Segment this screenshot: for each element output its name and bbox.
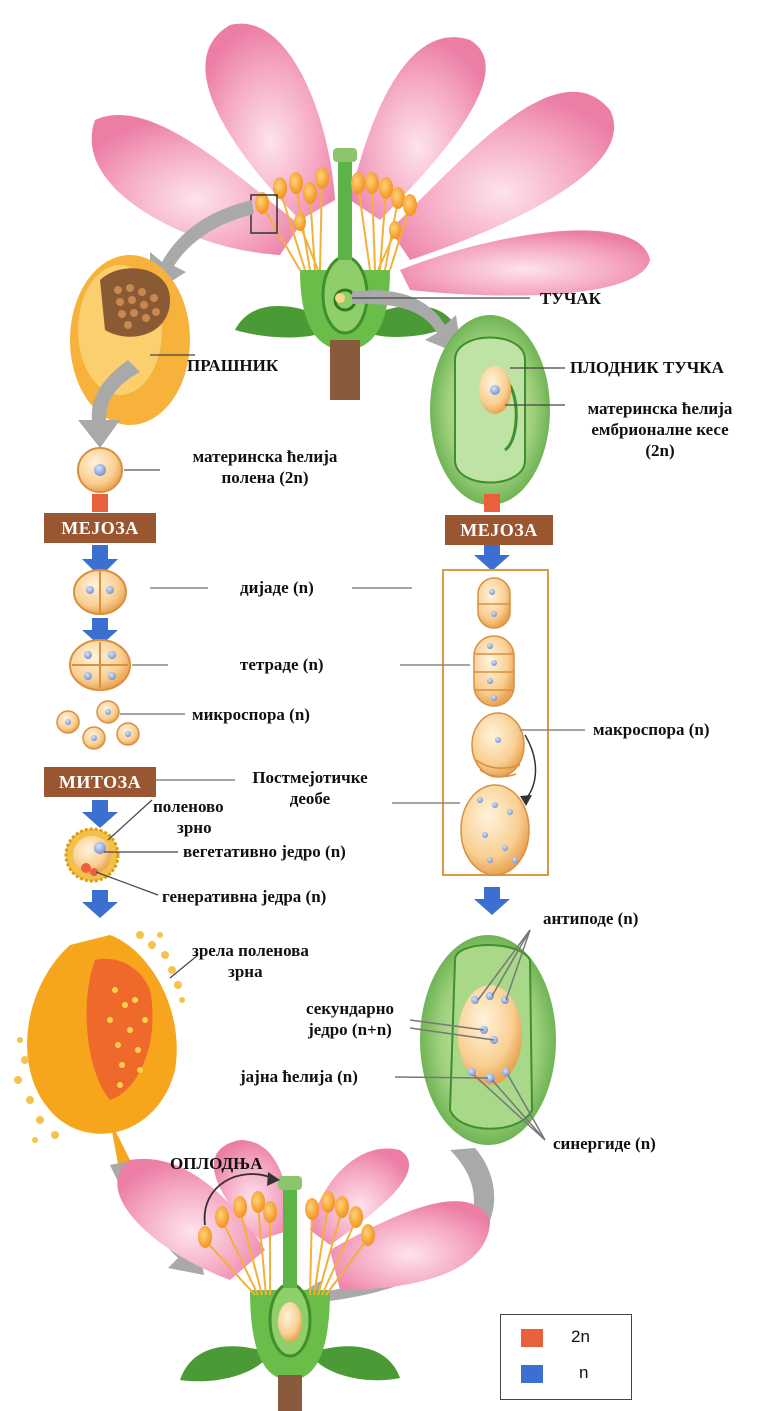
label-egg-cell: јајна ћелија (n) — [240, 1066, 358, 1087]
dyad-cell — [74, 570, 126, 614]
label-tuchak: ТУЧАК — [540, 288, 601, 309]
label-embryo-mother-line1: материнска ћелија — [560, 398, 760, 419]
label-plodnik: ПЛОДНИК ТУЧКА — [570, 357, 724, 378]
label-antipodes: антиподе (n) — [543, 908, 638, 929]
label-pollen-mother-line1: материнска ћелија — [165, 446, 365, 467]
legend-swatch-n — [521, 1365, 543, 1383]
pollen-mother-cell — [78, 448, 122, 492]
bottom-sepal-right — [315, 1346, 400, 1380]
label-embryo-mother-line3: (2n) — [560, 440, 760, 461]
curved-arrow-macrospore — [525, 735, 536, 800]
label-postmeiotic: Постмејотичке деобе — [225, 767, 395, 809]
top-style — [338, 160, 352, 260]
microspores — [57, 701, 139, 749]
label-embryo-mother-cell: материнска ћелија ембрионалне кесе (2n) — [560, 398, 760, 461]
top-stem — [330, 340, 360, 400]
label-fertilization: ОПЛОДЊА — [170, 1153, 263, 1174]
legend-label-2n: 2n — [571, 1327, 590, 1347]
ovary-cross-section — [430, 315, 550, 505]
meiosis-box-left: МЕЈОЗА — [44, 513, 156, 543]
label-postmeiotic-line1: Постмејотичке — [225, 767, 395, 788]
megaspore-dyad — [478, 578, 510, 628]
top-ovule — [335, 293, 345, 303]
arrow-red-left-1 — [92, 494, 108, 512]
pollen-grain-pointer — [108, 800, 152, 840]
label-embryo-mother-line2: ембрионалне кесе — [560, 419, 760, 440]
label-pollen-mother-line2: полена (2n) — [165, 467, 365, 488]
label-dyads: дијаде (n) — [240, 577, 314, 598]
label-prashnik: ПРАШНИК — [187, 355, 278, 376]
arrow-red-right-1 — [484, 494, 500, 512]
bottom-stem — [278, 1375, 302, 1411]
label-mature-pollen-line2: зрна — [192, 961, 309, 982]
mitosis-box: МИТОЗА — [44, 767, 156, 797]
label-vegetative-nucleus: вегетативно једро (n) — [183, 841, 346, 862]
label-pollen-grain-line1: поленово — [153, 796, 224, 817]
bottom-embryo-sac — [278, 1302, 302, 1342]
legend-swatch-2n — [521, 1329, 543, 1347]
top-stigma — [333, 148, 357, 162]
legend: 2n n — [500, 1314, 632, 1400]
label-pollen-grain: поленово зрно — [153, 796, 224, 838]
label-secondary-nucleus: секундарно једро (n+n) — [285, 998, 415, 1040]
tetrad-cell — [70, 640, 130, 690]
macrospore-cell — [472, 713, 524, 777]
megaspore-tetrad — [474, 636, 514, 706]
label-mature-pollen: зрела поленова зрна — [192, 940, 309, 982]
label-secondary-line1: секундарно — [285, 998, 415, 1019]
legend-label-n: n — [579, 1363, 588, 1383]
meiosis-box-right: МЕЈОЗА — [445, 515, 553, 545]
label-pollen-grain-line2: зрно — [153, 817, 224, 838]
mature-anther — [14, 931, 185, 1175]
bottom-sepal-left — [180, 1346, 265, 1381]
embryo-sac-developing — [461, 785, 529, 875]
label-postmeiotic-line2: деобе — [225, 788, 395, 809]
label-tetrads: тетраде (n) — [240, 654, 324, 675]
bottom-flower — [117, 1140, 490, 1411]
label-macrospore: макроспора (n) — [593, 719, 710, 740]
pollen-grain — [66, 829, 118, 881]
mature-ovule — [420, 935, 556, 1145]
label-synergids: синергиде (n) — [553, 1133, 656, 1154]
anther-cross-section — [70, 255, 190, 425]
label-microspore: микроспора (n) — [192, 704, 310, 725]
label-mature-pollen-line1: зрела поленова — [192, 940, 309, 961]
bottom-stigma — [278, 1176, 302, 1190]
label-pollen-mother-cell: материнска ћелија полена (2n) — [165, 446, 365, 488]
bottom-style — [283, 1188, 297, 1288]
label-secondary-line2: једро (n+n) — [285, 1019, 415, 1040]
label-generative-nuclei: генеративна једра (n) — [162, 886, 326, 907]
